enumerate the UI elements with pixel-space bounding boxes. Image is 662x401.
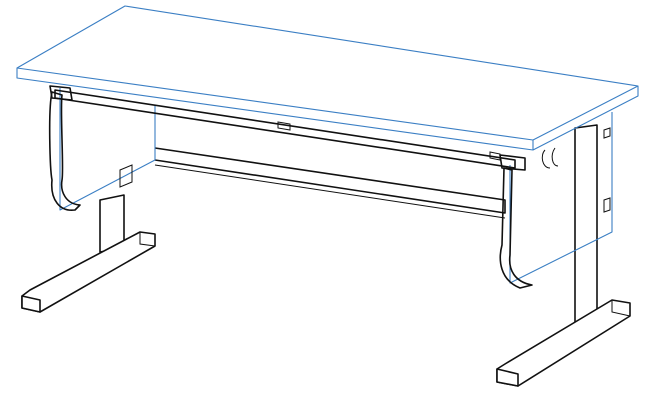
- right-leg: [496, 124, 631, 387]
- table-top: [16, 5, 639, 151]
- left-leg: [21, 194, 156, 313]
- back-crossbar: [154, 147, 506, 219]
- front-apron: [49, 85, 526, 171]
- left-side-panel: [48, 88, 156, 211]
- right-side-panel: [499, 112, 613, 289]
